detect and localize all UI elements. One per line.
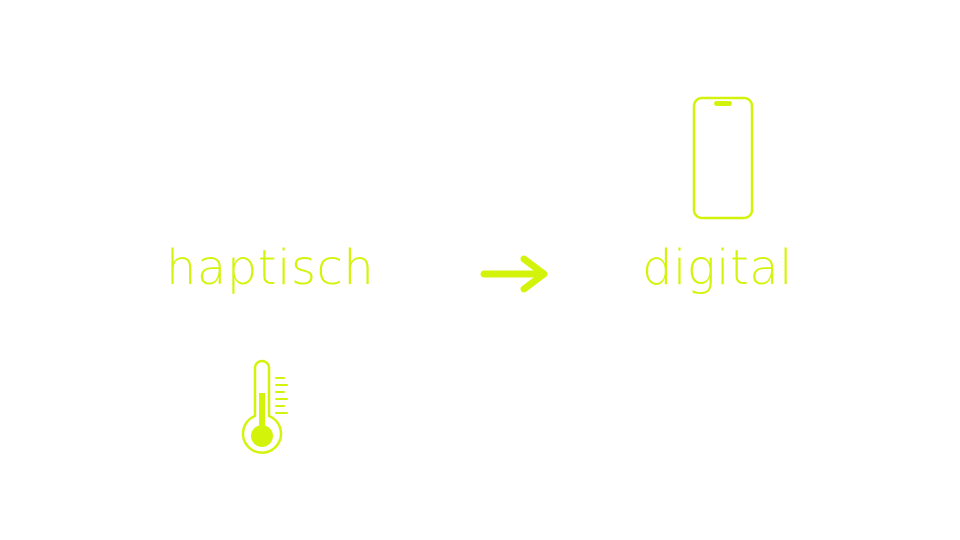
smartphone-icon — [690, 95, 756, 221]
haptic-label: haptisch — [166, 240, 375, 296]
thermometer-icon — [240, 358, 292, 460]
arrow-right-icon — [478, 250, 554, 298]
digital-label: digital — [642, 240, 794, 296]
